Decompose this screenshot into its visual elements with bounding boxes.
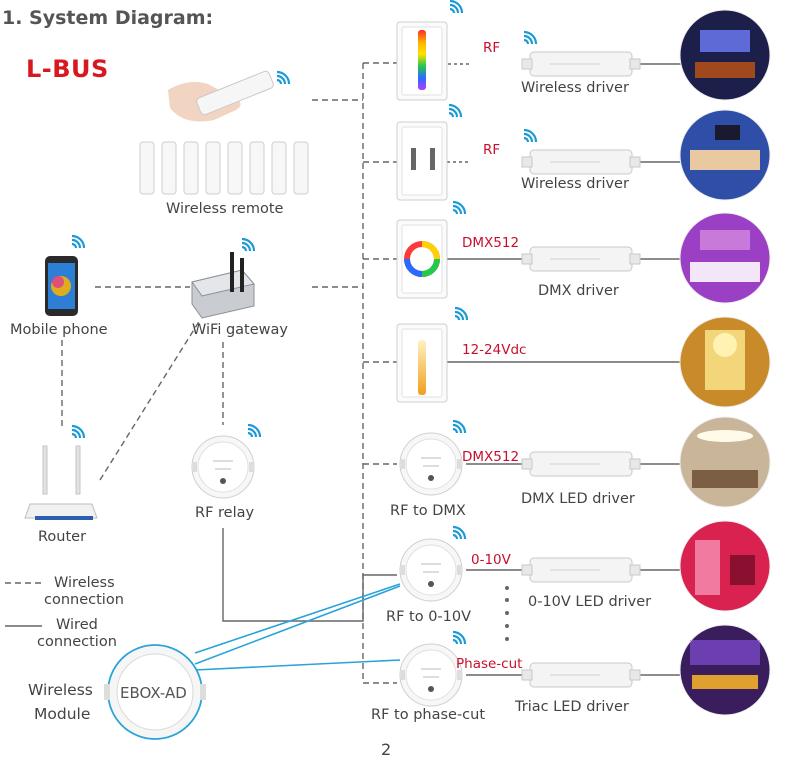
page-title: 1. System Diagram:: [2, 7, 214, 29]
legend-wired-1: Wired: [56, 617, 98, 633]
legend-wired-2: connection: [37, 634, 117, 650]
wifi-gateway: [191, 237, 256, 319]
label-rf-relay: RF relay: [195, 505, 255, 521]
scene-home-theater: [679, 9, 771, 101]
signal-rf-2: RF: [483, 142, 501, 158]
signal-dmx512-2: DMX512: [462, 449, 520, 465]
legend-wireless-1: Wireless: [54, 575, 115, 591]
panel-color-wheel: [396, 200, 467, 299]
wireless-module-ebox: [104, 644, 206, 740]
signal-rf-1: RF: [483, 40, 501, 56]
label-rf-to-phasecut: RF to phase-cut: [371, 707, 486, 723]
legend-lines: [5, 582, 42, 627]
scene-bar: [679, 624, 771, 716]
label-010v-led-driver: 0-10V LED driver: [528, 594, 652, 610]
label-rf-to-dmx: RF to DMX: [390, 503, 466, 519]
label-module-name: EBOX-AD: [120, 684, 187, 702]
scene-lobby-warm: [679, 316, 771, 408]
label-dmx-driver: DMX driver: [538, 283, 619, 299]
label-router: Router: [38, 529, 87, 545]
wireless-driver-2: [521, 128, 641, 175]
label-wifi-gateway: WiFi gateway: [192, 322, 288, 338]
connection-lines: [61, 62, 700, 684]
brand-logo: L-BUS: [26, 55, 109, 83]
rf-relay: [191, 423, 262, 499]
scene-living-room-ceiling: [679, 416, 771, 508]
dmx-led-driver: [521, 451, 641, 477]
signal-phase-cut: Phase-cut: [456, 656, 523, 672]
label-wireless-driver-2: Wireless driver: [521, 176, 629, 192]
label-triac-led-driver: Triac LED driver: [515, 699, 629, 715]
rf-to-010v: [399, 525, 467, 602]
wireless-remote-hand: [168, 70, 291, 122]
rf-to-dmx: [399, 419, 467, 496]
wireless-driver-1: [521, 30, 641, 77]
legend-wireless-2: connection: [44, 592, 124, 608]
label-wireless-driver-1: Wireless driver: [521, 80, 629, 96]
label-dmx-led-driver: DMX LED driver: [521, 491, 635, 507]
wireless-remote-row: [139, 141, 309, 195]
label-wireless-module-2: Module: [34, 705, 91, 723]
signal-dmx512-1: DMX512: [462, 235, 520, 251]
scene-pink-room: [679, 520, 771, 612]
label-mobile-phone: Mobile phone: [10, 322, 108, 338]
router: [24, 424, 98, 520]
scene-bedroom-purple: [679, 212, 771, 304]
panel-dual-dimmer: [396, 103, 463, 201]
triac-led-driver: [521, 662, 641, 688]
page-number: 2: [381, 740, 392, 759]
label-wireless-module-1: Wireless: [28, 681, 93, 699]
signal-12-24vdc: 12-24Vdc: [462, 342, 527, 358]
scene-living-room-blue: [679, 109, 771, 201]
panel-rgb-touch: [396, 0, 464, 101]
signal-0-10v: 0-10V: [471, 552, 511, 568]
led-driver-010v: [521, 557, 641, 583]
mobile-phone: [45, 234, 86, 316]
dmx-driver: [521, 246, 641, 272]
panel-warm-dimmer: [396, 306, 469, 403]
label-wireless-remote: Wireless remote: [166, 201, 284, 217]
label-rf-to-010v: RF to 0-10V: [386, 609, 472, 625]
